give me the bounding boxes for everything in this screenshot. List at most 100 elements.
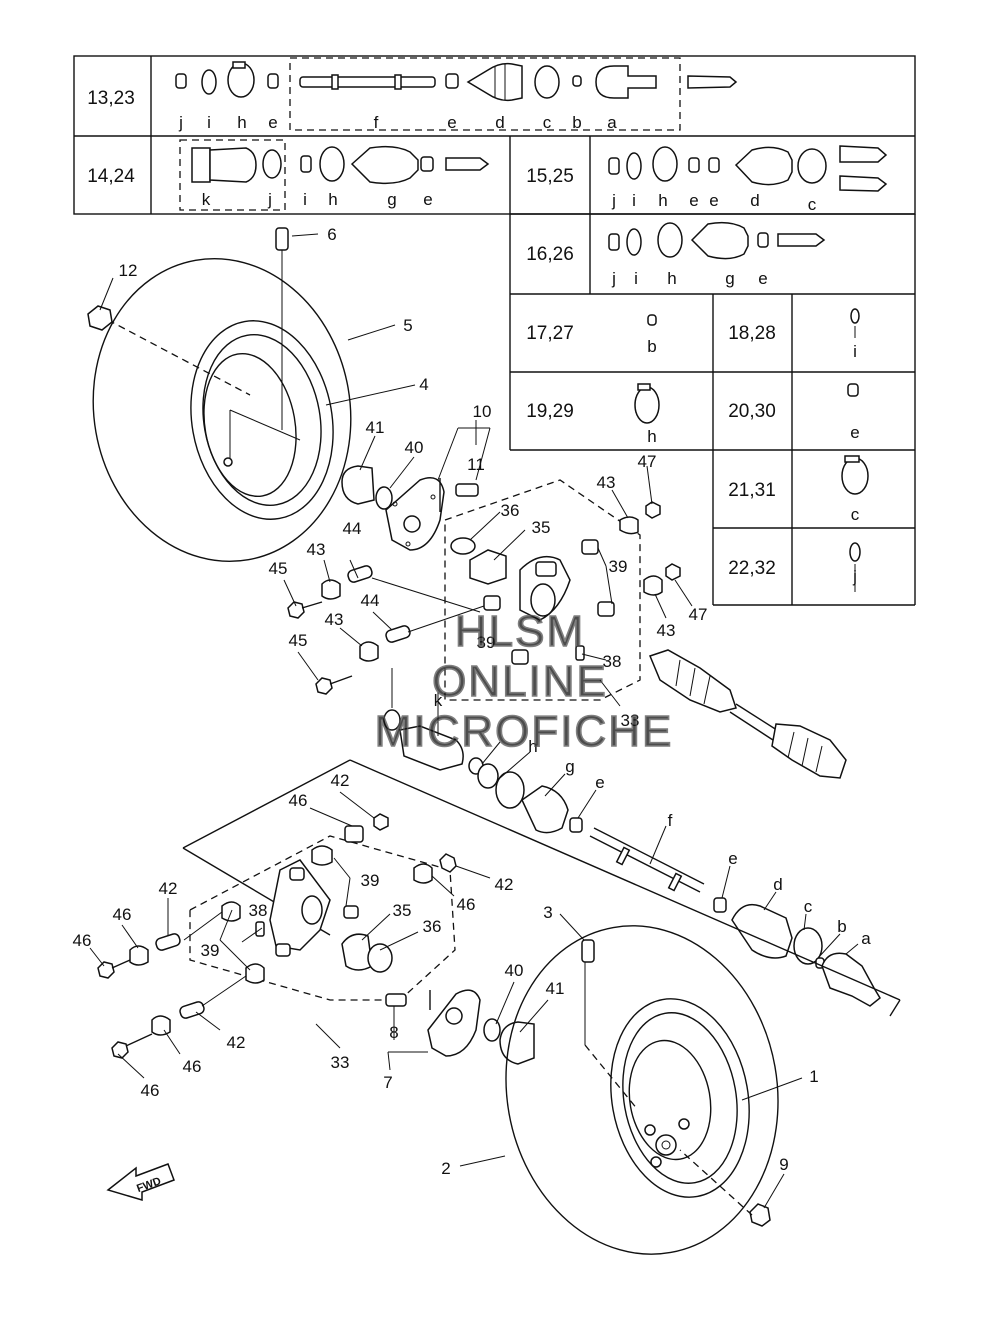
upper-driveshaft — [648, 649, 847, 779]
callout-5: 5 — [403, 316, 412, 335]
letter-f-mid: f — [668, 811, 673, 830]
row16-parts — [608, 221, 826, 260]
callout-35-upper: 36 — [501, 501, 520, 520]
row-key-18-28: 18,28 — [728, 323, 776, 344]
r21-letter-c: c — [851, 505, 860, 524]
callout-3: 3 — [543, 903, 552, 922]
row-key-16-26: 16,26 — [526, 244, 574, 265]
callout-44-b: 44 — [361, 591, 380, 610]
callout-37-upper-b: 39 — [477, 633, 496, 652]
callout-38-upper: 40 — [405, 438, 424, 457]
row14-parts — [191, 145, 490, 185]
r13-letter-f: f — [374, 113, 379, 132]
r13-letter-c: c — [543, 113, 552, 132]
letter-e-mid2: e — [728, 849, 737, 868]
row-key-22-32: 22,32 — [728, 558, 776, 579]
middle-joint-parts — [349, 668, 901, 1017]
parts-table: 13,23 14,24 15,25 16,26 17,27 18,28 19,2… — [73, 55, 916, 606]
callout-47-b: 47 — [689, 605, 708, 624]
callout-7: 7 — [383, 1073, 392, 1092]
row-key-15-25: 15,25 — [526, 166, 574, 187]
r13-letter-i: i — [207, 113, 211, 132]
row-key-19-29: 19,29 — [526, 401, 574, 422]
callout-leaders — [89, 233, 859, 1209]
r16-letter-j: j — [611, 269, 616, 288]
callout-45-c: 43 — [307, 540, 326, 559]
callout-39-upper: 41 — [366, 418, 385, 437]
row13-parts — [175, 61, 738, 102]
r14-letter-i: i — [303, 190, 307, 209]
letter-a-mid: a — [861, 929, 871, 948]
r13-letter-e2: e — [447, 113, 456, 132]
r13-letter-j: j — [178, 113, 183, 132]
callout-43-b: 42 — [495, 875, 514, 894]
callout-37-lower: 39 — [361, 871, 380, 890]
r16-letter-g: g — [725, 269, 734, 288]
callout-46-b: 45 — [289, 631, 308, 650]
letter-d-mid: d — [773, 875, 782, 894]
callout-42-a: 46 — [73, 931, 92, 950]
callout-8: 8 — [389, 1023, 398, 1042]
letter-g-mid: g — [565, 757, 574, 776]
callout-11: 11 — [467, 455, 485, 474]
callout-45-a: 43 — [597, 473, 616, 492]
row-key-14-24: 14,24 — [87, 166, 135, 187]
callout-47-a: 47 — [638, 452, 657, 471]
r18-letter-i: i — [853, 342, 857, 361]
r15-letter-e: e — [689, 191, 698, 210]
callout-9: 9 — [779, 1155, 788, 1174]
callout-38-lower: 40 — [505, 961, 524, 980]
r13-letter-b: b — [572, 113, 581, 132]
letter-e-mid: e — [595, 773, 604, 792]
fwd-arrow-icon: FWD — [106, 1163, 175, 1202]
row-key-17-27: 17,27 — [526, 323, 574, 344]
letter-c-mid: c — [804, 897, 813, 916]
r16-letter-h: h — [667, 269, 676, 288]
r15-letter-i: i — [632, 191, 636, 210]
callout-36-upper: 38 — [603, 652, 622, 671]
callout-45-b: 43 — [657, 621, 676, 640]
callout-39-lower: 41 — [546, 979, 565, 998]
watermark-line-2: ONLINE — [432, 657, 608, 706]
r14-letter-g: g — [387, 190, 396, 209]
watermark-line-3: MICROFICHE — [375, 707, 674, 756]
callout-10: 10 — [473, 402, 492, 421]
r14-letter-h: h — [328, 190, 337, 209]
callout-41-c: 46 — [113, 905, 132, 924]
table-letters: j i h e f e d c b a k j i h g e j i h e … — [178, 113, 860, 586]
row15-parts — [608, 145, 888, 192]
callout-35-lower: 36 — [423, 917, 442, 936]
letter-k-mid: k — [434, 691, 443, 710]
r15-letter-j: j — [611, 191, 616, 210]
callout-4: 4 — [419, 375, 428, 394]
row-key-13-23: 13,23 — [87, 88, 135, 109]
upper-wheel-assembly — [87, 227, 479, 563]
callout-45-d: 43 — [325, 610, 344, 629]
row-key-20-30: 20,30 — [728, 401, 776, 422]
callout-33-lower: 33 — [331, 1053, 350, 1072]
callout-37-upper: 39 — [609, 557, 628, 576]
callout-1: 1 — [809, 1067, 818, 1086]
r22-letter-j: j — [852, 567, 857, 586]
r19-letter-h: h — [647, 427, 656, 446]
callout-41-b: 46 — [457, 895, 476, 914]
callout-44-a: 44 — [343, 519, 362, 538]
r16-letter-i: i — [634, 269, 638, 288]
callout-numbers: 12 6 5 4 41 40 10 11 36 35 43 47 39 43 4… — [73, 225, 872, 1178]
r14-letter-k: k — [202, 190, 211, 209]
row-key-21-31: 21,31 — [728, 480, 776, 501]
r15-letter-h: h — [658, 191, 667, 210]
callout-41-a: 46 — [289, 791, 308, 810]
r16-letter-e: e — [758, 269, 767, 288]
cell-parts — [634, 308, 869, 592]
r14-letter-e: e — [423, 190, 432, 209]
callout-40-b: 42 — [227, 1033, 246, 1052]
lower-knuckle-assembly — [97, 759, 457, 1059]
letter-b-mid: b — [837, 917, 846, 936]
callout-12: 12 — [119, 261, 138, 280]
watermark-line-1: HLSM — [455, 607, 585, 656]
r14-letter-j: j — [267, 190, 272, 209]
callout-36-lower: 38 — [249, 901, 268, 920]
callout-46-a: 45 — [269, 559, 288, 578]
callout-34-lower: 35 — [393, 901, 412, 920]
